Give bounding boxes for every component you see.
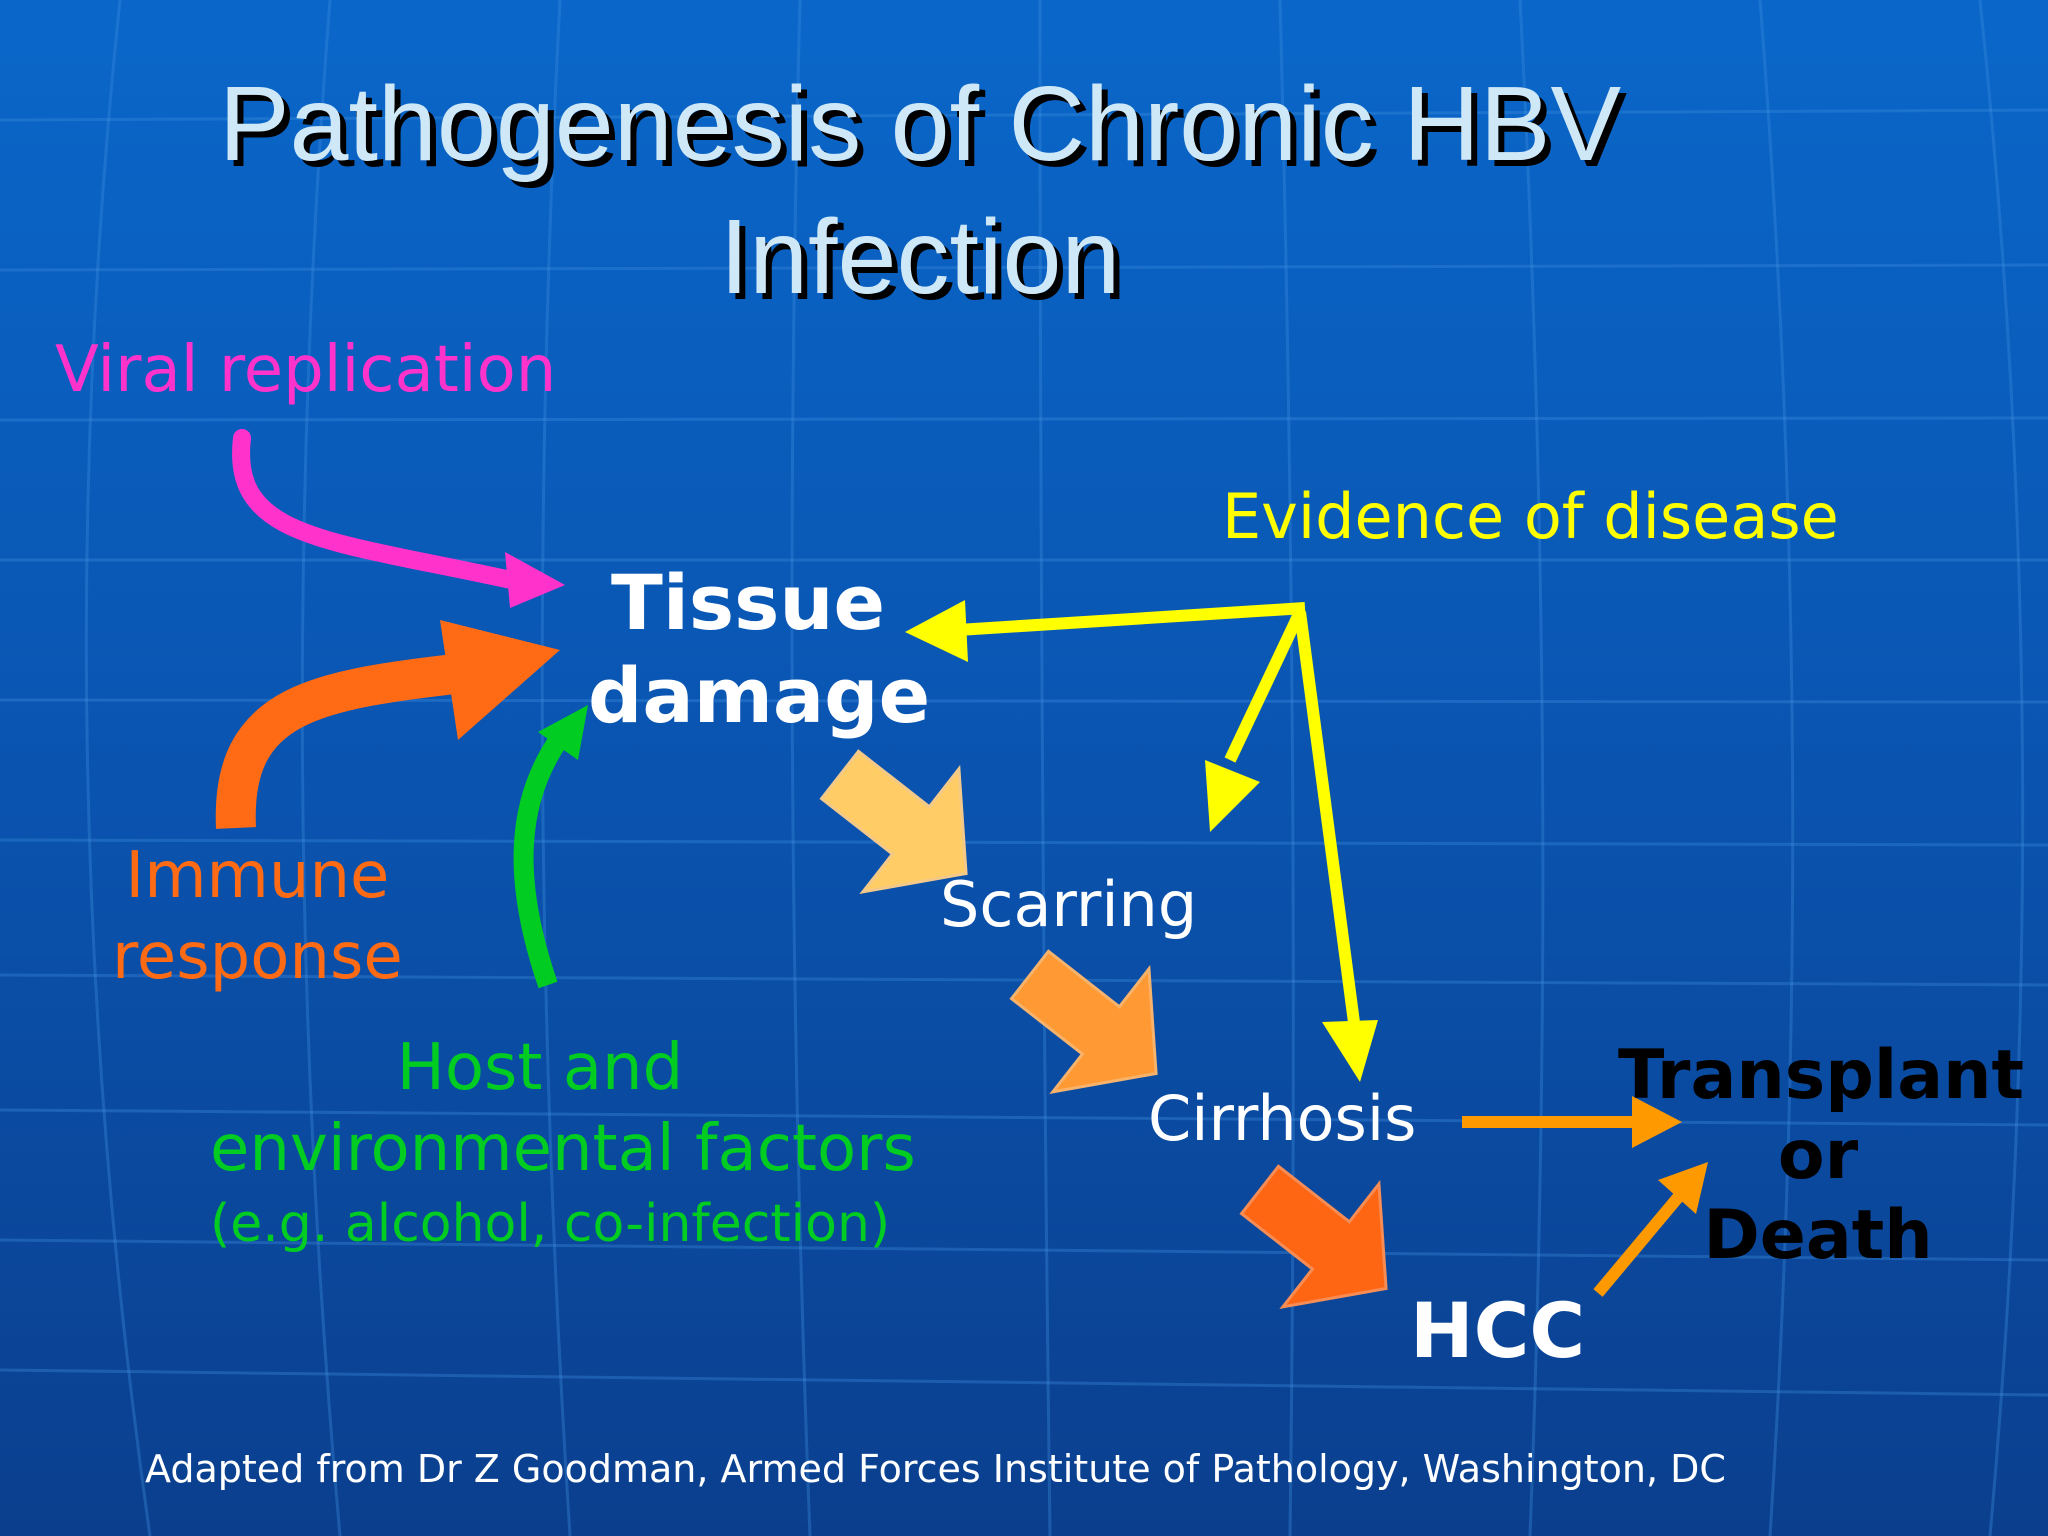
evidence-arrowhead-scarring [1205,760,1260,832]
evidence-arrows [957,602,1361,1031]
evidence-of-disease-label: Evidence of disease [1222,480,1839,553]
source-footer: Adapted from Dr Z Goodman, Armed Forces … [145,1447,1726,1491]
cirrhosis-to-outcome-arrowhead [1632,1096,1682,1148]
hcc-to-outcome-arrow [1593,1191,1685,1297]
host-factors-label: Host and environmental factors (e.g. alc… [210,1031,916,1254]
immune-response-label: Immune response [112,839,403,995]
scarring-node: Scarring [940,868,1198,941]
evidence-arrowhead-cirrhosis [1322,1020,1378,1082]
hcc-to-outcome-arrowhead [1658,1162,1708,1214]
host-arrowhead [538,705,588,760]
slide-title: Pathogenesis of Chronic HBV Infection [0,58,1840,323]
immune-arrowhead [440,620,560,740]
title-line-2: Infection [719,197,1121,316]
cirrhosis-node: Cirrhosis [1148,1082,1417,1155]
tissue-damage-node: Tissue damage [588,558,931,741]
immune-arrow [215,652,473,829]
progression-arrow-3 [1239,1164,1388,1310]
title-line-1: Pathogenesis of Chronic HBV [218,65,1622,183]
progression-arrow-1 [819,749,968,895]
host-arrow [513,729,571,989]
evidence-arrowhead-tissue [905,600,968,662]
viral-arrowhead [505,552,565,608]
viral-arrow [232,429,529,591]
progression-arrow-2 [1009,949,1158,1095]
viral-replication-label: Viral replication [55,333,557,407]
hcc-node: HCC [1410,1286,1586,1375]
transplant-or-death-node: Transplant or Death [1618,1036,2025,1276]
